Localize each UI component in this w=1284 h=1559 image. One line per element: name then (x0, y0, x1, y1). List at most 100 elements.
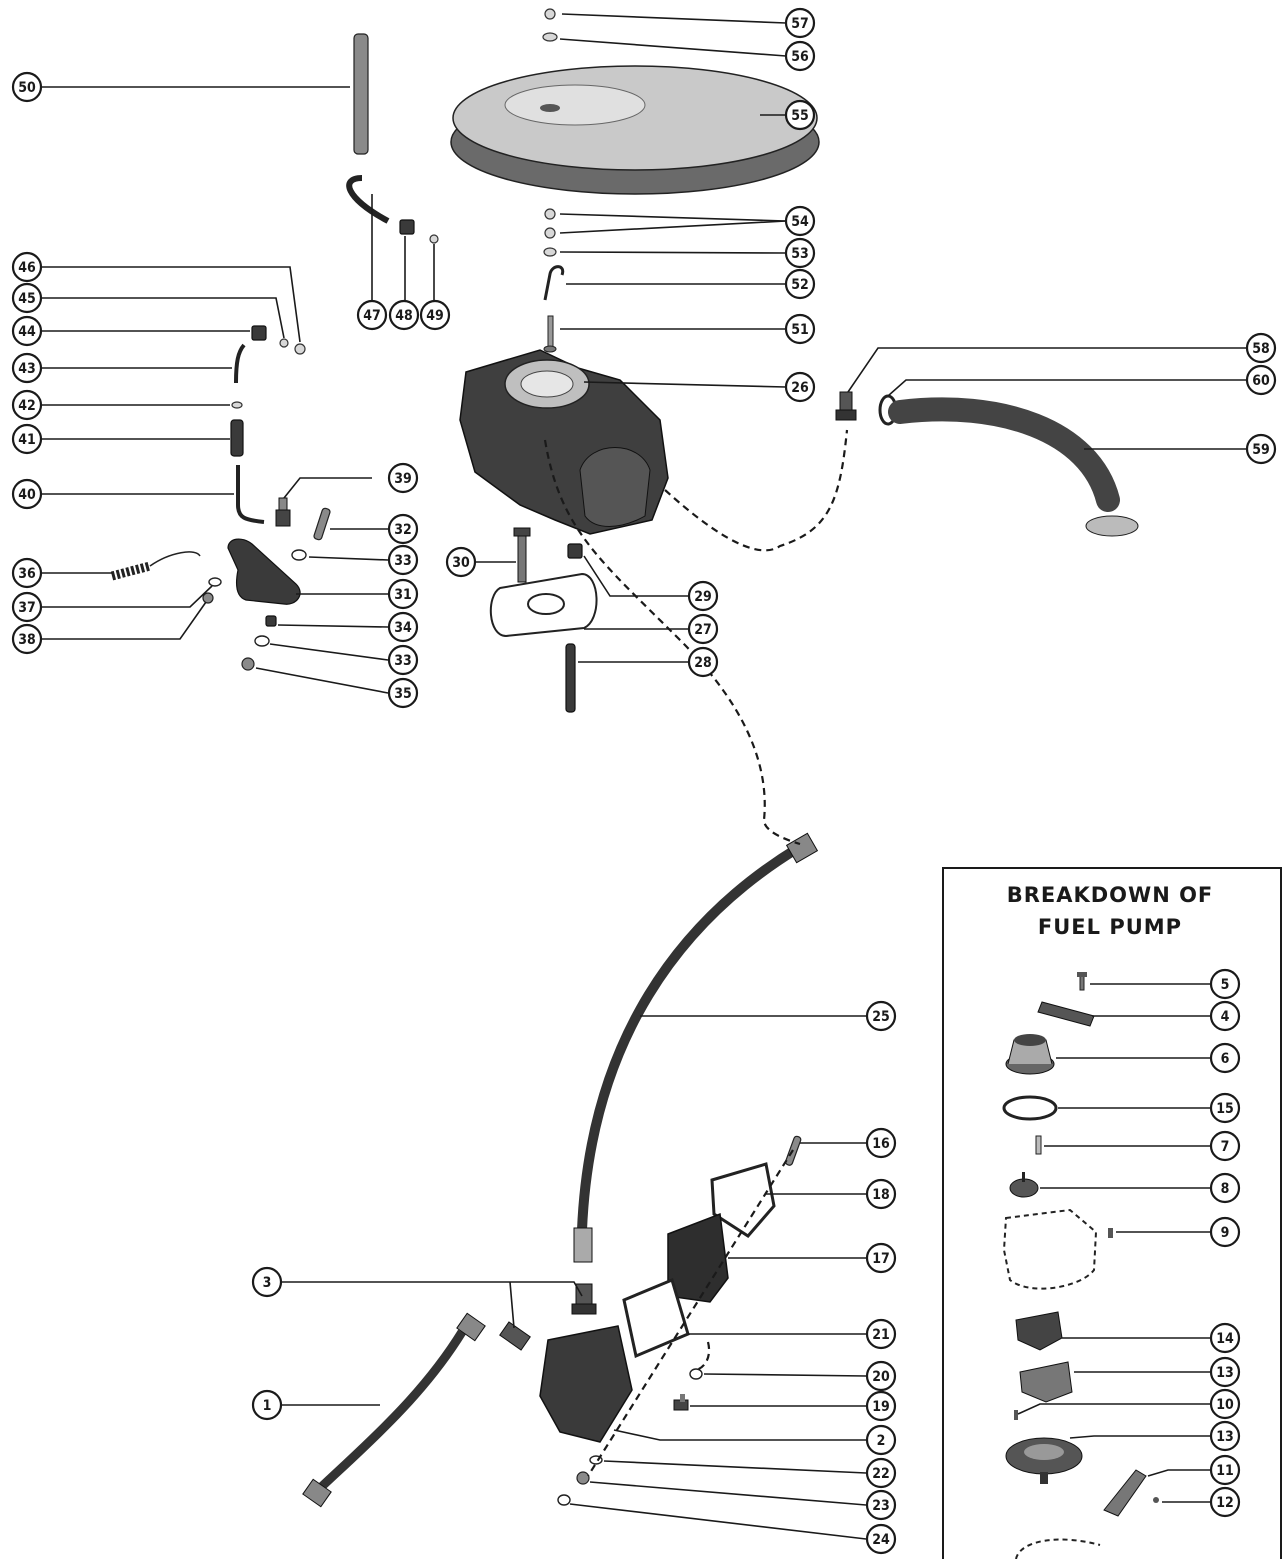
callout-circle (1209, 1130, 1241, 1162)
callout-circle (387, 544, 419, 576)
callout-c1: 1 (251, 1389, 283, 1421)
part-1-fitting-bottom (302, 1478, 332, 1508)
callout-circle (784, 237, 816, 269)
callout-circle (1209, 1092, 1241, 1124)
callout-c50: 50 (11, 71, 43, 103)
inset-part-13-diaphragm (1005, 1437, 1083, 1484)
callout-number: 24 (872, 1532, 890, 1548)
callout-c20: 20 (865, 1360, 897, 1392)
part-19-screw (673, 1394, 689, 1411)
inset-part-11-lever (1103, 1469, 1147, 1517)
part-51-bolt (543, 315, 557, 353)
callout-c24: 24 (865, 1523, 897, 1555)
callout-circle (865, 1390, 897, 1422)
callout-circle (11, 315, 43, 347)
callout-c56: 56 (784, 40, 816, 72)
leader-lines (42, 13, 1246, 1540)
callout-c28: 28 (687, 646, 719, 678)
callout-number: 43 (18, 361, 36, 377)
part-59-flange (1085, 515, 1139, 537)
callout-circle (1209, 1322, 1241, 1354)
callout-c41: 41 (11, 423, 43, 455)
callout-circle (387, 578, 419, 610)
callout-number: 28 (694, 655, 712, 671)
callout-c21: 21 (865, 1318, 897, 1350)
part-18-gasket (710, 1162, 776, 1238)
callout-number: 54 (791, 214, 809, 230)
part-55-air-cleaner (450, 65, 820, 195)
callout-circle (784, 313, 816, 345)
callout-number: 13 (1216, 1429, 1234, 1445)
callout-number: 2 (877, 1433, 886, 1449)
callout-number: 19 (872, 1399, 890, 1415)
callout-circle (865, 1457, 897, 1489)
part-38-nut (202, 592, 214, 604)
callout-c59: 59 (1245, 433, 1277, 465)
callout-number: 25 (872, 1009, 890, 1025)
callout-circle (1209, 1420, 1241, 1452)
callout-c22: 22 (865, 1457, 897, 1489)
callout-circle (419, 299, 451, 331)
callout-circle (11, 478, 43, 510)
callout-c54: 54 (784, 205, 816, 237)
callout-number: 35 (394, 686, 412, 702)
callout-number: 15 (1216, 1101, 1234, 1117)
part-2-fuel-pump (539, 1325, 633, 1443)
callout-c3: 3 (251, 1266, 283, 1298)
callout-c36: 36 (11, 557, 43, 589)
part-44-fitting (251, 325, 267, 341)
callout-c37: 37 (11, 591, 43, 623)
callout-c19: 19 (865, 1390, 897, 1422)
callout-c6: 6 (1209, 1042, 1241, 1074)
callout-number: 51 (791, 322, 809, 338)
callout-number: 55 (791, 108, 809, 124)
pump-screw-dashed-path (695, 1341, 711, 1372)
inset-part-6-cover (1005, 1034, 1055, 1075)
callout-number: 13 (1216, 1365, 1234, 1381)
callout-number: 20 (872, 1369, 890, 1385)
callout-number: 38 (18, 632, 36, 648)
callout-circle (1245, 433, 1277, 465)
callout-number: 18 (872, 1187, 890, 1203)
callout-circle (784, 205, 816, 237)
inset-part-4-bar (1037, 1001, 1095, 1027)
callout-circle (11, 623, 43, 655)
part-33-washer-upper (291, 549, 307, 561)
callout-c15: 15 (1209, 1092, 1241, 1124)
callout-circle (387, 513, 419, 545)
inset-part-8-valve (1009, 1172, 1039, 1198)
callout-c8: 8 (1209, 1172, 1241, 1204)
callout-number: 53 (791, 246, 809, 262)
inset-part-7-spring (1035, 1135, 1042, 1155)
callout-number: 21 (872, 1327, 890, 1343)
part-26-carburetor (459, 349, 669, 535)
part-58-fitting (835, 391, 857, 421)
callout-circle (784, 268, 816, 300)
callout-number: 4 (1221, 1009, 1230, 1025)
callout-circle (445, 546, 477, 578)
callout-circle (865, 1523, 897, 1555)
callout-number: 49 (426, 308, 444, 324)
inset-part-12-pin (1153, 1497, 1159, 1503)
callout-circle (865, 1489, 897, 1521)
callout-circle (1245, 332, 1277, 364)
part-3-fitting-upper (571, 1283, 597, 1315)
callout-circle (784, 371, 816, 403)
callout-circle (251, 1389, 283, 1421)
callout-circle (1209, 1216, 1241, 1248)
callout-c11: 11 (1209, 1454, 1241, 1486)
part-25-hose-fitting (573, 1227, 593, 1263)
callout-c45: 45 (11, 282, 43, 314)
callout-c14: 14 (1209, 1322, 1241, 1354)
callout-number: 39 (394, 471, 412, 487)
callout-number: 9 (1221, 1225, 1230, 1241)
callout-c25: 25 (865, 1000, 897, 1032)
callout-c47: 47 (356, 299, 388, 331)
callout-c18: 18 (865, 1178, 897, 1210)
callout-circle (687, 580, 719, 612)
callout-number: 27 (694, 622, 712, 638)
callout-number: 8 (1221, 1181, 1230, 1197)
callout-circle (865, 1178, 897, 1210)
